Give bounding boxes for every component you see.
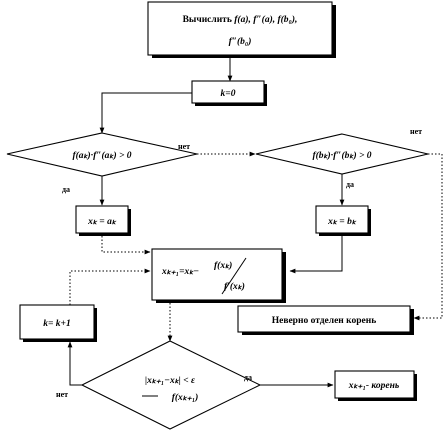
- stop-condition-line1: |xₖ₊₁−xₖ| < ε: [145, 376, 195, 386]
- increment-block: k= k+1: [19, 304, 97, 342]
- arrow-cond-b-no: [413, 153, 443, 321]
- stop-condition-line2: f(xₖ₊₁): [172, 392, 199, 403]
- assign-a-block: xₖ = aₖ: [75, 205, 131, 236]
- arrow-increment-to-newton: [69, 268, 151, 305]
- stop-yes-label: да: [244, 373, 252, 382]
- assign-b-text: xₖ = bₖ: [327, 217, 357, 227]
- arrow-assign-b-to-newton: [289, 236, 343, 274]
- error-block: Неверно отделен корень: [237, 305, 414, 335]
- newton-lhs: xₖ₊₁=xₖ−: [161, 267, 199, 277]
- condition-a: f(aₖ)·f″(aₖ) > 0: [6, 132, 198, 177]
- init-text: k=0: [221, 89, 236, 99]
- condition-b: f(bₖ)·f″(bₖ) > 0: [255, 133, 429, 175]
- compute-line2: f″(b₀): [229, 36, 252, 47]
- stop-condition: |xₖ₊₁−xₖ| < ε f(xₖ₊₁): [80, 340, 262, 430]
- condition-b-yes-label: да: [346, 180, 354, 189]
- assign-a-text: xₖ = aₖ: [87, 217, 117, 227]
- condition-b-no-label: нет: [410, 127, 422, 136]
- arrow-init-to-cond-a: [99, 92, 192, 134]
- error-text: Неверно отделен корень: [272, 316, 377, 326]
- init-block: k=0: [191, 80, 267, 106]
- compute-block: Вычислить f(a), f″(a), f(b₀), f″(b₀): [147, 1, 336, 58]
- arrow-stop-no: [67, 341, 82, 386]
- condition-a-text: f(aₖ)·f″(aₖ) > 0: [72, 150, 131, 161]
- compute-line1: Вычислить f(a), f″(a), f(b₀),: [183, 14, 298, 25]
- assign-b-block: xₖ = bₖ: [315, 205, 371, 236]
- connectors: [67, 58, 443, 388]
- result-block: xₖ₊₁- корень: [334, 370, 417, 401]
- condition-a-no-label: нет: [178, 142, 190, 151]
- newton-denominator: f′(xₖ): [224, 281, 245, 292]
- newton-step-block: xₖ₊₁=xₖ− f(xₖ) f′(xₖ): [151, 248, 286, 303]
- arrow-assign-a-to-newton: [101, 236, 151, 255]
- condition-a-yes-label: да: [62, 185, 70, 194]
- condition-b-text: f(bₖ)·f″(bₖ) > 0: [312, 150, 371, 161]
- newton-numerator: f(xₖ): [214, 260, 232, 271]
- stop-no-label: нет: [56, 390, 68, 399]
- result-text: xₖ₊₁- корень: [348, 381, 400, 391]
- newton-fraction-bar: [221, 257, 247, 295]
- increment-text: k= k+1: [43, 319, 70, 329]
